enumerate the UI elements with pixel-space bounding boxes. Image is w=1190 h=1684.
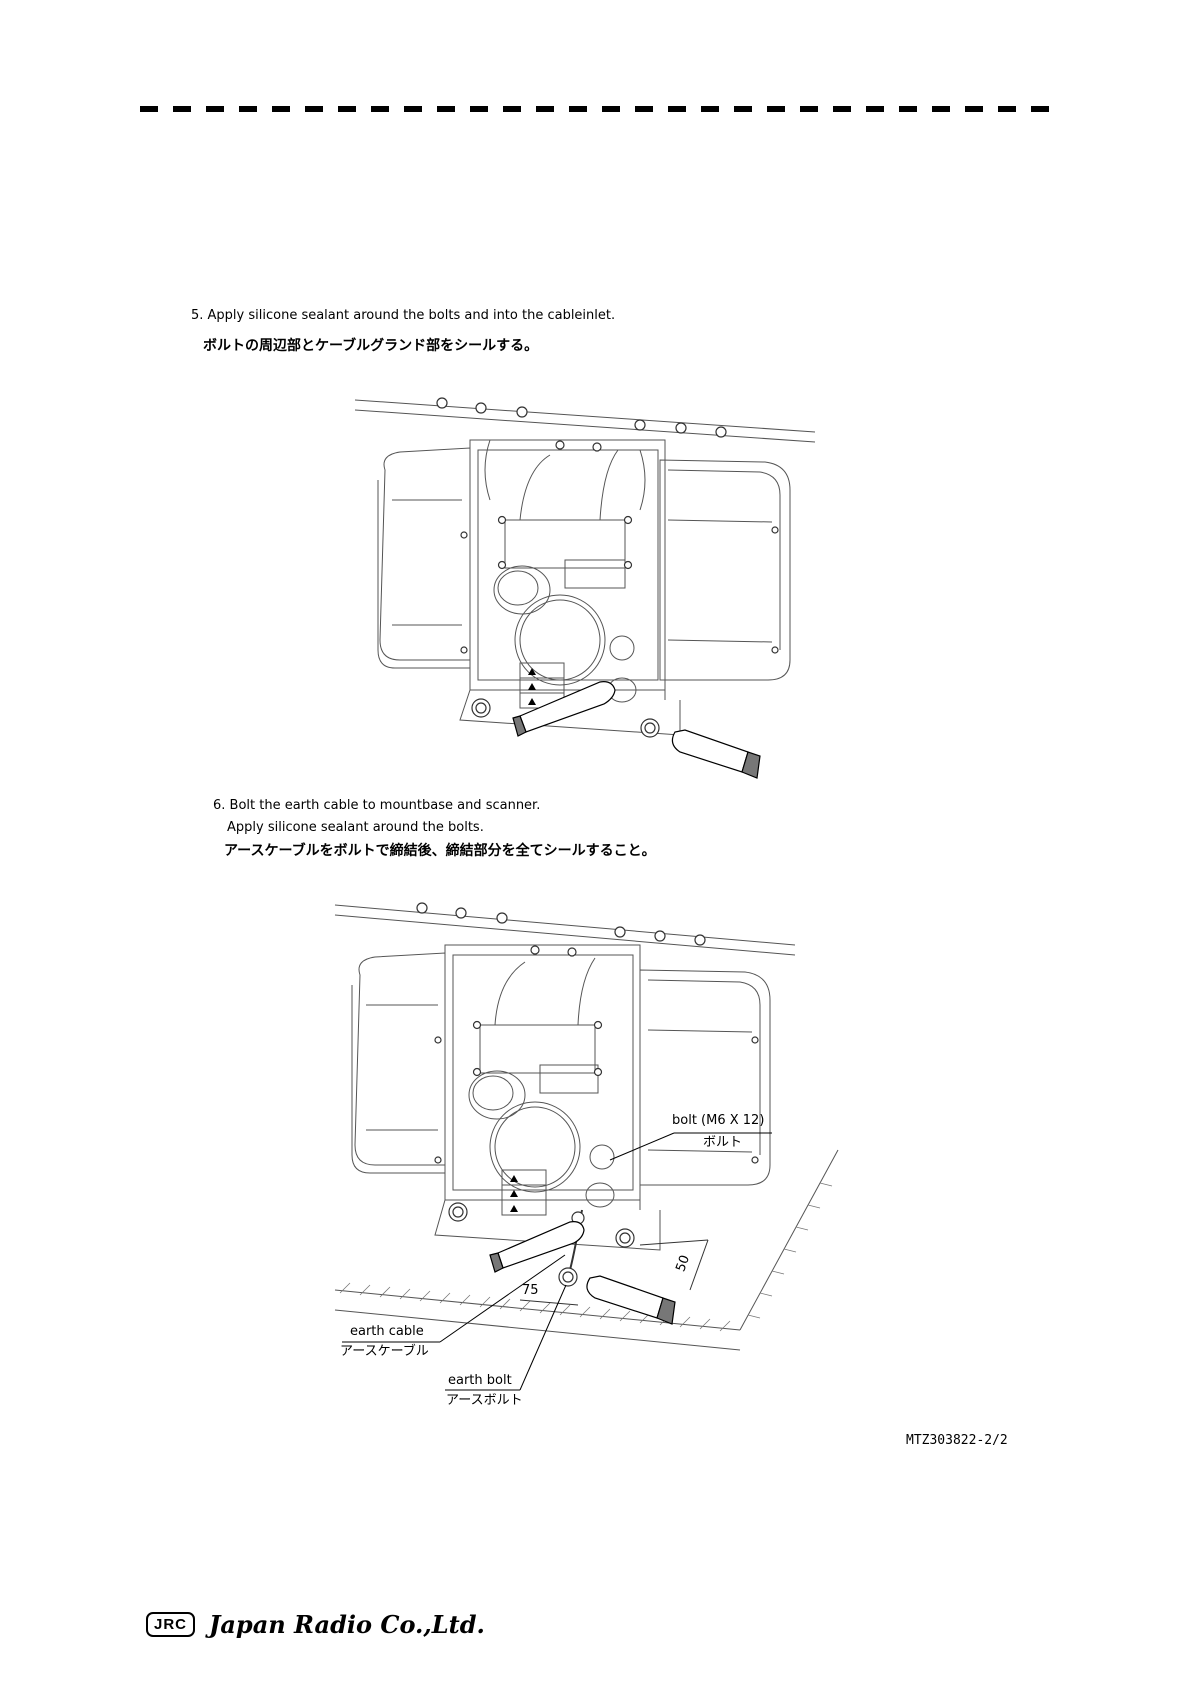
step6-instruction-en-line1: 6. Bolt the earth cable to mountbase and…: [213, 798, 541, 813]
earth-cable-label-jp: アースケーブル: [340, 1344, 429, 1359]
figure-step5-scanner-sealant: [354, 397, 816, 779]
company-name: Japan Radio Co.,Ltd.: [209, 1610, 485, 1639]
step6-instruction-jp: アースケーブルをボルトで締結後、締結部分を全てシールすること。: [224, 843, 656, 859]
step6-instruction-en-line2: Apply silicone sealant around the bolts.: [227, 820, 484, 835]
figure-step6-earth-cable: [334, 902, 839, 1391]
top-dashed-rule: [140, 106, 1060, 112]
earth-bolt-label-en: earth bolt: [448, 1373, 512, 1388]
document-number: MTZ303822-2/2: [906, 1433, 1008, 1448]
step5-instruction-en: 5. Apply silicone sealant around the bol…: [191, 308, 616, 323]
earth-bolt-label-jp: アースボルト: [446, 1393, 523, 1408]
dimension-75: 75: [522, 1283, 539, 1298]
bolt-label-en: bolt (M6 X 12): [672, 1113, 765, 1128]
earth-cable-label-en: earth cable: [350, 1324, 424, 1339]
bolt-label-jp: ボルト: [703, 1135, 743, 1150]
footer-logo: JRC Japan Radio Co.,Ltd.: [146, 1610, 485, 1639]
step5-instruction-jp: ボルトの周辺部とケーブルグランド部をシールする。: [203, 338, 539, 354]
jrc-logo-badge: JRC: [146, 1612, 196, 1637]
